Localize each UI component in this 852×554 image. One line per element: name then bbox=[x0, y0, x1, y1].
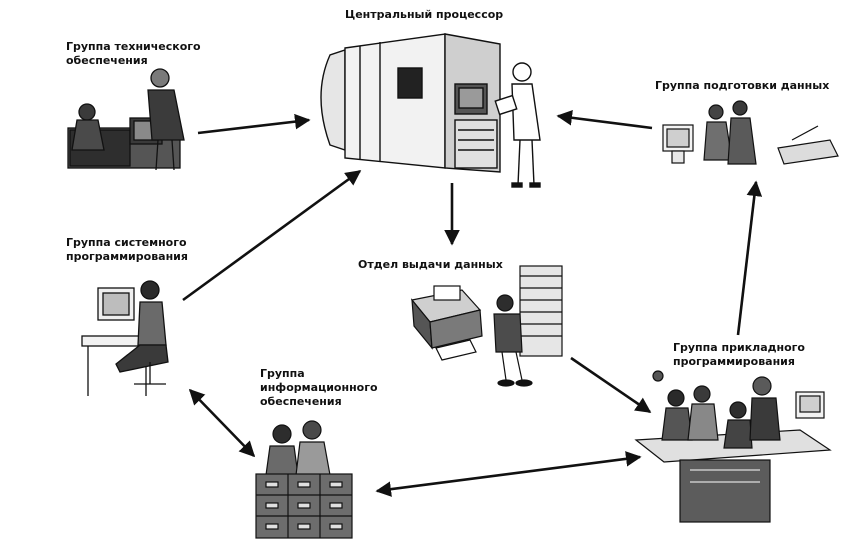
info-group-label: Группа информационного обеспечения bbox=[260, 367, 378, 408]
arrow-app-to-prep bbox=[736, 180, 763, 336]
info-group-illustration bbox=[255, 420, 353, 539]
tech-group-label: Группа технического обеспечения bbox=[66, 40, 201, 67]
cpu-label: Центральный процессор bbox=[345, 8, 504, 21]
arrow-tech-to-cpu bbox=[197, 113, 311, 135]
app-group-label: Группа прикладного программирования bbox=[673, 341, 805, 368]
prep-group-illustration bbox=[662, 100, 839, 165]
output-dept-label: Отдел выдачи данных bbox=[358, 258, 503, 271]
sys-group-label: Группа системного программирования bbox=[66, 236, 188, 263]
output-dept-illustration bbox=[410, 265, 563, 387]
arrow-output-to-app bbox=[570, 356, 652, 414]
app-group-illustration bbox=[634, 370, 832, 523]
sys-group-illustration bbox=[81, 280, 169, 396]
mainframe-illustration bbox=[320, 33, 541, 188]
arrow-prep-to-cpu bbox=[556, 110, 653, 130]
prep-group-label: Группа подготовки данных bbox=[655, 79, 830, 92]
arrows bbox=[182, 110, 763, 497]
arrow-sys-to-cpu bbox=[182, 169, 362, 302]
tech-group-illustration bbox=[67, 68, 185, 171]
arrow-sys-info-two-way bbox=[188, 388, 256, 458]
arrow-info-app-two-way bbox=[375, 451, 642, 497]
